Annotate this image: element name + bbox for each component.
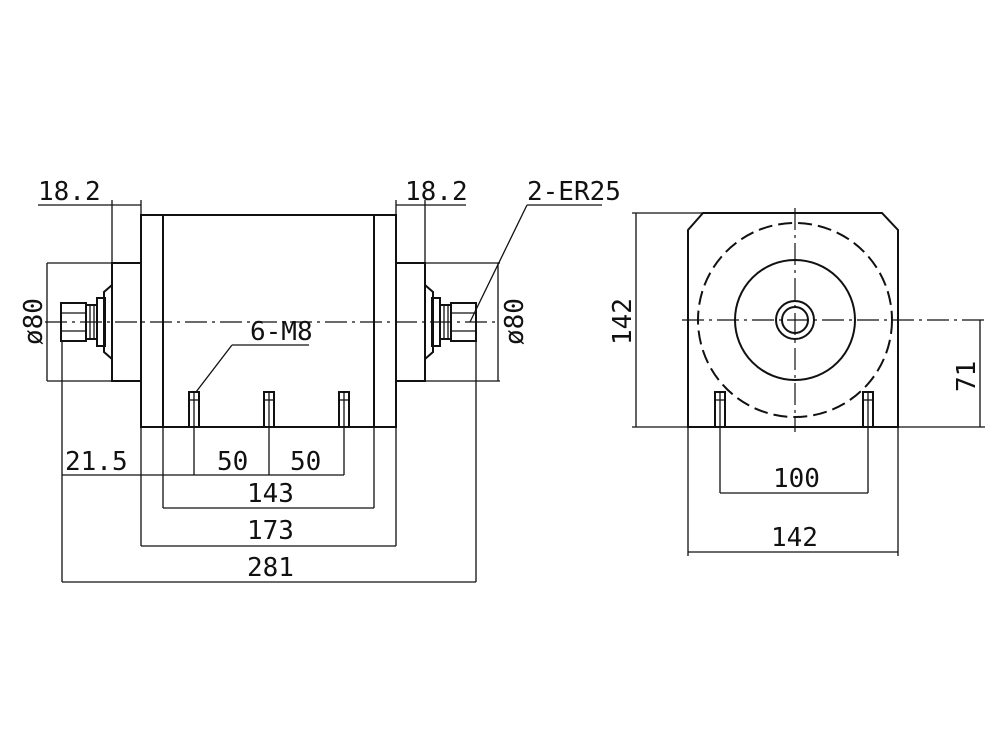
dim-flange-span: 173 — [247, 516, 294, 546]
dim-hole-spacing: 100 — [773, 464, 820, 494]
dim-pitch-1: 50 — [217, 447, 248, 477]
mount-stud — [188, 391, 200, 475]
dim-end-width: 142 — [771, 523, 818, 553]
mount-stud — [714, 391, 726, 493]
mount-stud — [862, 391, 874, 493]
mount-stud — [263, 391, 275, 475]
flange-right — [373, 214, 397, 428]
dim-body-length: 143 — [247, 479, 294, 509]
callout-m8: 6-M8 — [250, 317, 313, 347]
end-view: 142 71 100 142 — [608, 208, 985, 556]
side-view: 18.2 18.2 2-ER25 ø80 ø80 6-M8 21.5 50 50 — [19, 177, 621, 583]
dim-end-height: 142 — [608, 298, 638, 345]
dim-edge-hole: 21.5 — [65, 447, 128, 477]
dim-diameter-left: ø80 — [19, 298, 49, 345]
callout-er25: 2-ER25 — [527, 177, 621, 207]
mount-stud — [338, 391, 350, 475]
dim-center-height: 71 — [952, 361, 982, 392]
dim-diameter-right: ø80 — [500, 298, 530, 345]
flange-left — [140, 214, 164, 428]
dim-overall-length: 281 — [247, 553, 294, 583]
leader-line — [195, 344, 233, 393]
dim-flange-left: 18.2 — [38, 177, 101, 207]
dim-flange-right: 18.2 — [405, 177, 468, 207]
hub-left — [111, 262, 142, 382]
dim-pitch-2: 50 — [290, 447, 321, 477]
